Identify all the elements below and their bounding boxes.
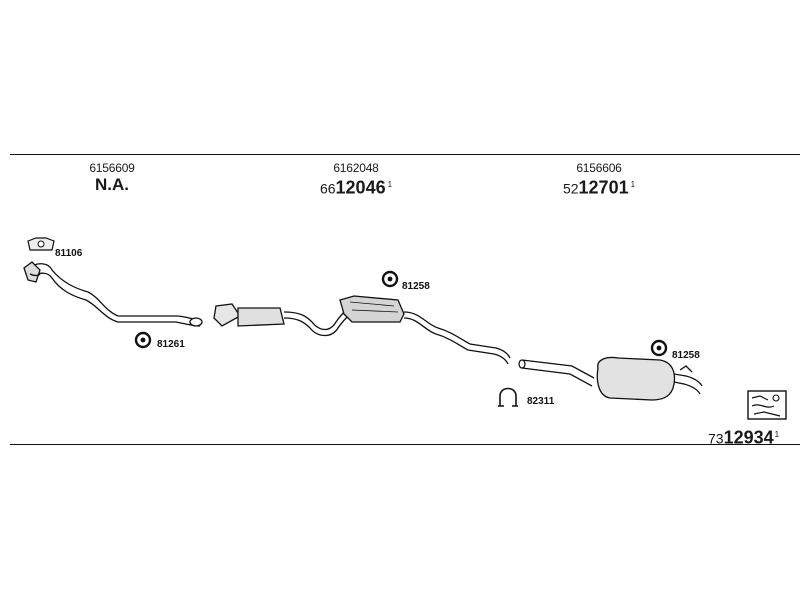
accessory-label: 81258 — [672, 350, 700, 361]
code-prefix: 66 — [319, 180, 336, 197]
accessory-label: 82311 — [527, 396, 555, 407]
middle-pipe — [213, 295, 511, 365]
accessory-label: 81258 — [402, 281, 430, 292]
front-pipe — [23, 261, 203, 327]
code-prefix: 73 — [708, 430, 724, 447]
ring-81258: 81258 — [381, 270, 430, 292]
part-number: 6156609 — [89, 161, 135, 175]
code-suffix: 1 — [387, 180, 393, 189]
bottom-divider — [10, 444, 800, 445]
part-code: N.A. — [94, 175, 129, 194]
complete-kit-code: 73129341 — [708, 425, 779, 449]
ring-81261: 81261 — [134, 331, 185, 350]
part-number: 6162048 — [333, 161, 379, 175]
code-prefix: 52 — [562, 180, 579, 197]
rear-pipe — [518, 356, 703, 401]
code-main: 12934 — [723, 427, 774, 448]
code-main: 12701 — [578, 177, 629, 198]
code-suffix: 1 — [630, 180, 636, 189]
part-number: 6156606 — [576, 161, 622, 175]
top-divider — [10, 154, 800, 155]
accessory-label: 81106 — [55, 248, 83, 259]
clamp-82311: 82311 — [498, 387, 555, 407]
gasket-81106: 81106 — [27, 237, 83, 259]
kit-icon — [747, 390, 787, 420]
code-main: 12046 — [335, 177, 386, 198]
section-front-pipe: 6156609 N.A. — [89, 161, 135, 195]
ring-81258: 81258 — [650, 339, 700, 361]
code-suffix: 1 — [774, 430, 780, 439]
accessory-label: 81261 — [157, 339, 185, 350]
